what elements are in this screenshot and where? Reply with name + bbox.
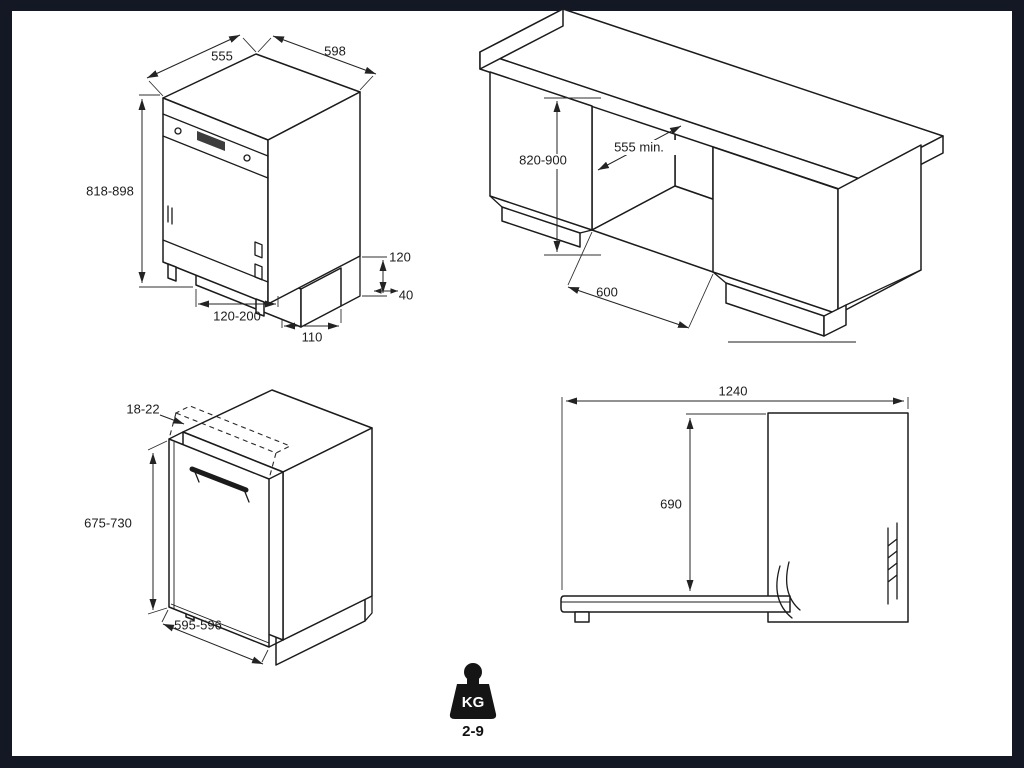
niche-outline bbox=[479, 8, 944, 343]
dim-base-adjust-range: 120-200 bbox=[213, 308, 261, 323]
niche-dimensions: 820-900 555 min. 600 bbox=[505, 97, 714, 329]
hinge-lever-detail bbox=[776, 561, 801, 619]
dim-depth-open: 1240 bbox=[719, 383, 748, 398]
door-open-drawing: 1240 690 bbox=[560, 383, 909, 623]
dim-panel-thickness: 18-22 bbox=[126, 401, 159, 416]
door-open-dimensions: 1240 690 bbox=[561, 383, 909, 591]
dim-panel-width: 595-596 bbox=[174, 617, 222, 632]
dim-panel-height: 675-730 bbox=[84, 515, 132, 530]
built-in-drawing: 555 598 818-898 120 40 120-200 110 bbox=[86, 34, 413, 344]
niche-drawing: 820-900 555 min. 600 bbox=[479, 8, 944, 343]
dim-depth-top: 598 bbox=[324, 43, 346, 58]
dim-niche-depth: 555 min. bbox=[614, 139, 664, 154]
weight-unit-label: KG bbox=[462, 694, 485, 711]
dim-width-top: 555 bbox=[211, 48, 233, 63]
door-handle bbox=[189, 466, 249, 493]
furniture-door-outline bbox=[168, 389, 373, 666]
dim-plinth-recess: 40 bbox=[399, 287, 413, 302]
dim-niche-width: 600 bbox=[596, 284, 618, 299]
dim-height-open: 690 bbox=[660, 496, 682, 511]
dim-base-offset: 110 bbox=[302, 329, 323, 344]
weight-value-label: 2-9 bbox=[462, 723, 484, 740]
door-spring-detail bbox=[887, 522, 898, 605]
dim-height-range: 818-898 bbox=[86, 183, 134, 198]
control-display bbox=[197, 131, 225, 151]
furniture-door-dimensions: 18-22 675-730 595-596 bbox=[84, 401, 269, 665]
dim-niche-height: 820-900 bbox=[519, 152, 567, 167]
door-open-outline bbox=[560, 412, 909, 623]
kg-weight-icon: KG 2-9 bbox=[449, 663, 497, 740]
dim-plinth-height: 120 bbox=[389, 249, 411, 264]
built-in-dimensions: 555 598 818-898 120 40 120-200 110 bbox=[86, 34, 413, 344]
furniture-door-drawing: 18-22 675-730 595-596 bbox=[84, 389, 373, 666]
